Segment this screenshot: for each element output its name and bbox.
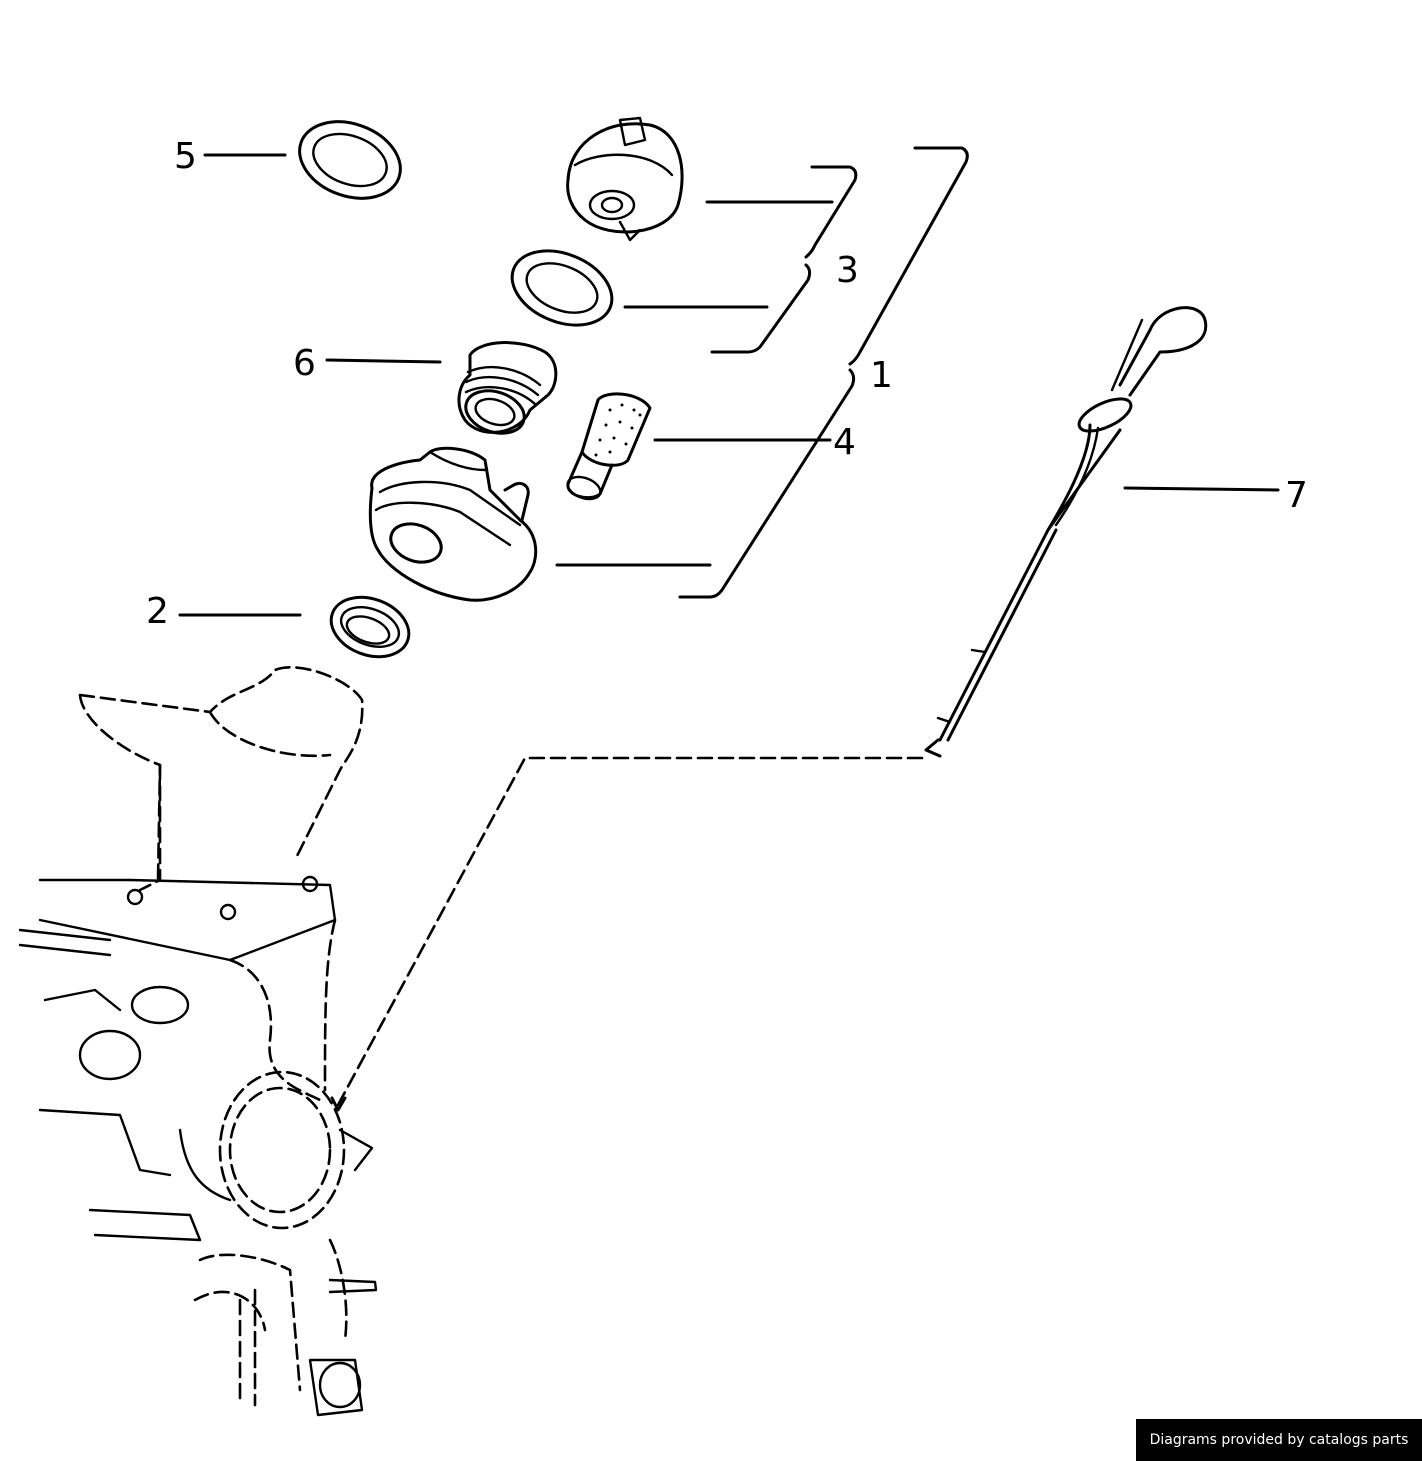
part-2-seal: [329, 595, 411, 659]
callout-2: 2: [146, 591, 169, 632]
part-6-plug: [457, 341, 558, 435]
callout-1: 1: [870, 355, 893, 396]
assembly-guide-dipstick: [336, 756, 924, 1107]
part-4-filter: [566, 392, 652, 501]
watermark-text: Diagrams provided by catalogs parts: [1149, 1432, 1409, 1448]
bracket-1: [555, 146, 969, 599]
assembly-arrow: [330, 1096, 347, 1112]
callout-7: 7: [1285, 475, 1308, 516]
filter-mesh-dots: [594, 403, 642, 457]
part-3-seal-ring: [510, 249, 614, 327]
callout-4: 4: [833, 422, 856, 463]
bracket-3: [623, 165, 858, 354]
engine-block-outline: [18, 666, 378, 1417]
leader-7: [1123, 486, 1280, 492]
part-5-gasket: [298, 120, 402, 200]
callout-6: 6: [293, 343, 316, 384]
part-3-cap: [566, 116, 684, 242]
watermark-banner: Diagrams provided by catalogs parts: [1136, 1419, 1422, 1461]
callout-3: 3: [836, 250, 859, 291]
callout-5: 5: [174, 136, 197, 177]
part-1-housing: [368, 446, 538, 602]
leader-6: [325, 358, 442, 364]
part-7-dipstick: [924, 306, 1208, 758]
